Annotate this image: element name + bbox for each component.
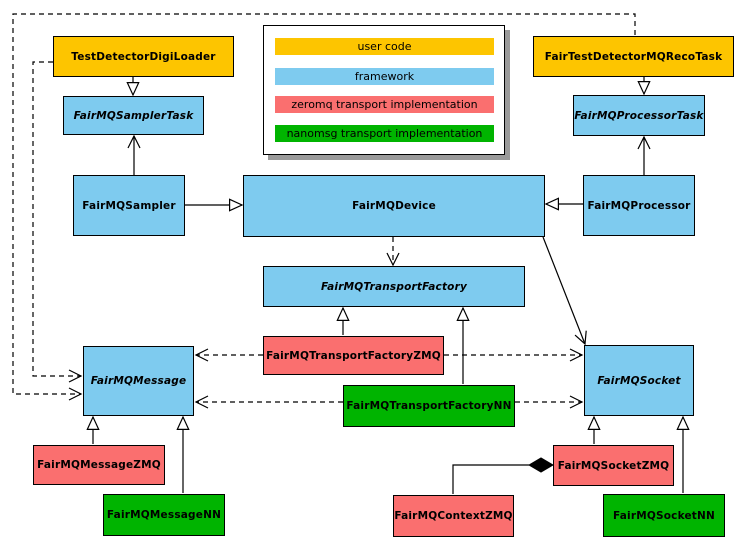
legend-item-zeromq: zeromq transport implementation (275, 96, 494, 113)
node-fairmq-transport-factory-zmq: FairMQTransportFactoryZMQ (263, 336, 444, 375)
node-fairmq-transport-factory: FairMQTransportFactory (263, 266, 525, 307)
node-fairmq-socket-nn: FairMQSocketNN (603, 494, 725, 537)
node-fairmq-device: FairMQDevice (243, 175, 545, 237)
node-fairmq-socket-zmq: FairMQSocketZMQ (553, 445, 674, 486)
edge-device-socket (542, 236, 587, 346)
node-fair-test-detector-mq-reco-task: FairTestDetectorMQRecoTask (533, 36, 734, 77)
legend-item-nanomsg: nanomsg transport implementation (275, 125, 494, 142)
node-fairmq-processor-task: FairMQProcessorTask (573, 95, 705, 136)
node-fairmq-sampler-task: FairMQSamplerTask (63, 96, 204, 135)
node-fairmq-message-nn: FairMQMessageNN (103, 494, 225, 536)
node-fairmq-message-zmq: FairMQMessageZMQ (33, 445, 165, 485)
node-fairmq-processor: FairMQProcessor (583, 175, 695, 236)
legend: user code framework zeromq transport imp… (263, 25, 505, 155)
node-fairmq-message: FairMQMessage (83, 346, 194, 416)
composition-diamond-icon (528, 457, 554, 473)
node-fairmq-socket: FairMQSocket (584, 345, 694, 416)
node-fairmq-sampler: FairMQSampler (73, 175, 185, 236)
legend-item-user-code: user code (275, 38, 494, 55)
node-fairmq-transport-factory-nn: FairMQTransportFactoryNN (343, 385, 515, 427)
node-fairmq-context-zmq: FairMQContextZMQ (393, 495, 514, 537)
node-test-detector-digi-loader: TestDetectorDigiLoader (53, 36, 234, 77)
edge-contextzmq-socketzmq (452, 464, 529, 494)
legend-item-framework: framework (275, 68, 494, 85)
